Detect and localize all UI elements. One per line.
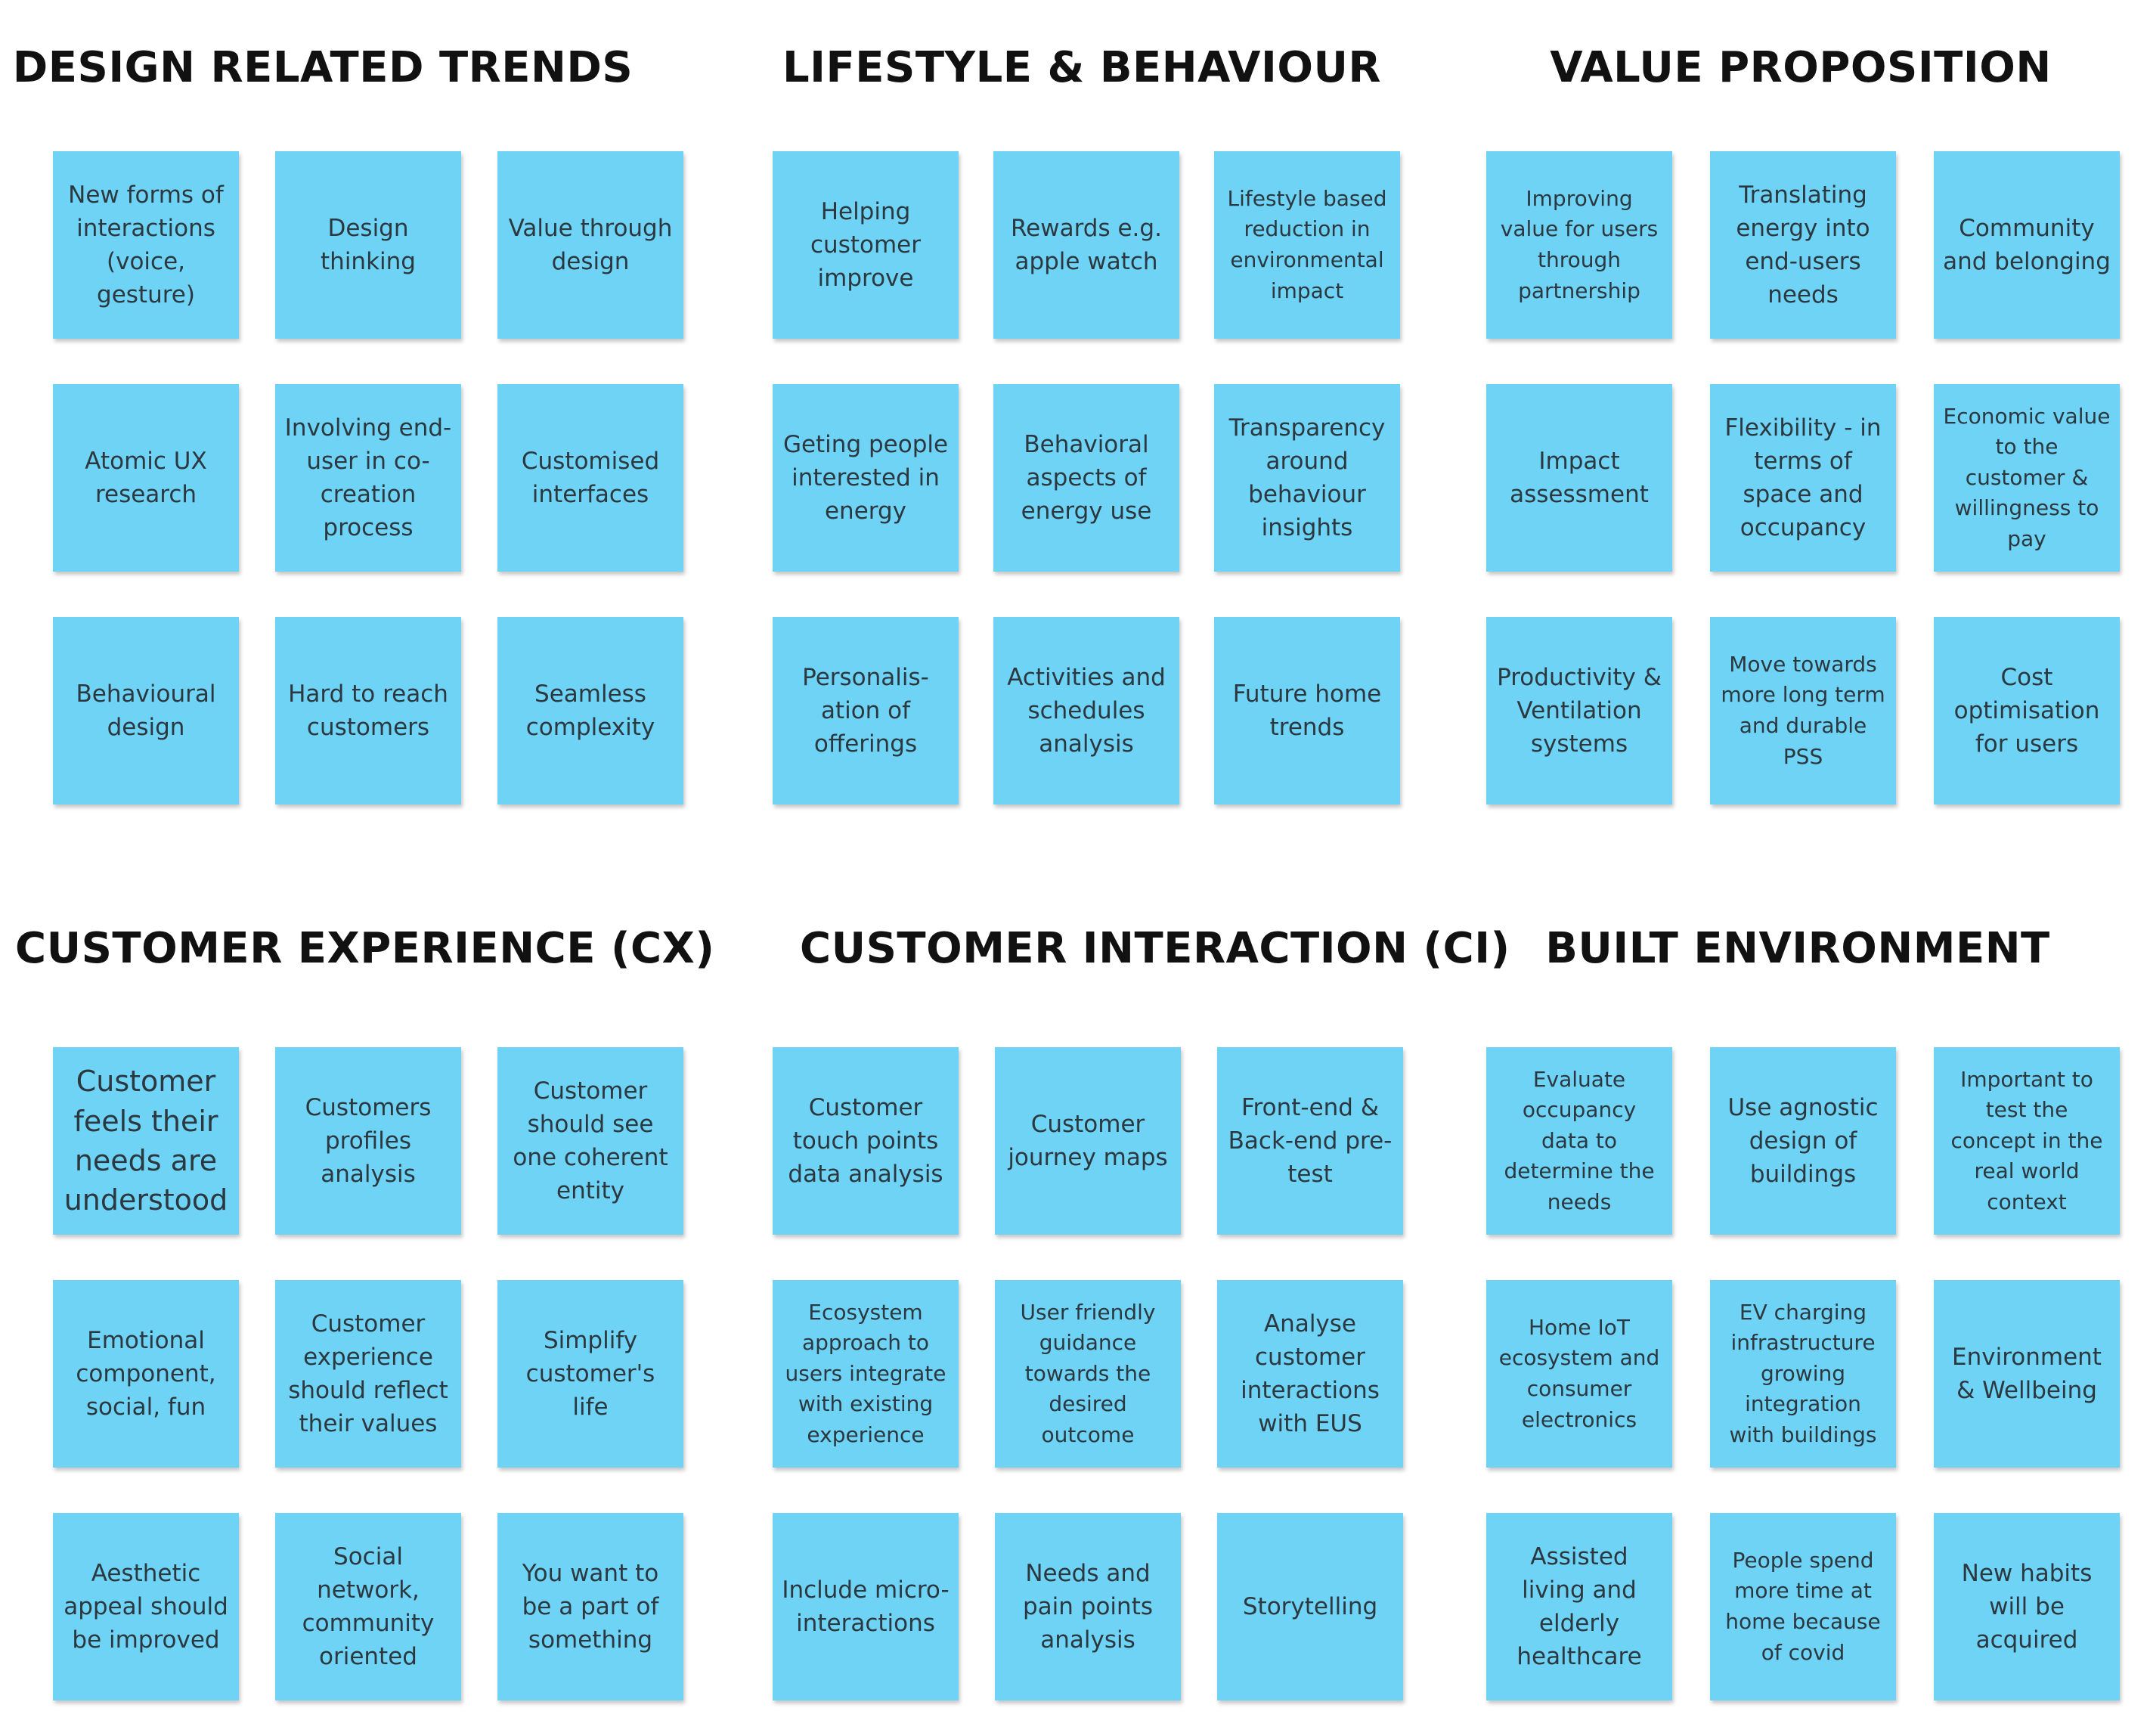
sticky-note: Helping customer improve <box>773 151 959 339</box>
sticky-note: Customised interfaces <box>497 384 683 572</box>
section-title: CUSTOMER INTERACTION (CI) <box>800 924 1510 973</box>
sticky-note: Involving end-user in co-creation proces… <box>275 384 461 572</box>
sticky-note: Future home trends <box>1214 617 1400 804</box>
sticky-note: Assisted living and elderly healthcare <box>1486 1513 1672 1700</box>
sticky-note-grid: Helping customer improve Rewards e.g. ap… <box>773 151 1400 804</box>
sticky-note: Environment & Wellbeing <box>1934 1280 2120 1468</box>
sticky-note: Customers profiles analysis <box>275 1047 461 1235</box>
section-title: VALUE PROPOSITION <box>1550 43 2052 92</box>
sticky-note: Behavioural design <box>53 617 239 804</box>
sticky-note: Translating energy into end-users needs <box>1710 151 1896 339</box>
sticky-note: Impact assessment <box>1486 384 1672 572</box>
sticky-note: Customer touch points data analysis <box>773 1047 959 1235</box>
sticky-note-grid: Improving value for users through partne… <box>1486 151 2120 804</box>
sticky-note: Customer journey maps <box>995 1047 1181 1235</box>
sticky-note: Lifestyle based reduction in environment… <box>1214 151 1400 339</box>
sticky-note: Behavioral aspects of energy use <box>993 384 1179 572</box>
sticky-note: Emotional component, social, fun <box>53 1280 239 1468</box>
section-title: CUSTOMER EXPERIENCE (CX) <box>15 924 715 973</box>
sticky-note: Economic value to the customer & willing… <box>1934 384 2120 572</box>
sticky-note-grid: Customer feels their needs are understoo… <box>53 1047 683 1700</box>
sticky-note: Important to test the concept in the rea… <box>1934 1047 2120 1235</box>
sticky-note: EV charging infrastructure growing integ… <box>1710 1280 1896 1468</box>
sticky-note: Geting people interested in energy <box>773 384 959 572</box>
sticky-note: Hard to reach customers <box>275 617 461 804</box>
sticky-note: Improving value for users through partne… <box>1486 151 1672 339</box>
sticky-note: Community and belonging <box>1934 151 2120 339</box>
sticky-note: Ecosystem approach to users integrate wi… <box>773 1280 959 1468</box>
sticky-note: Customer should see one coherent entity <box>497 1047 683 1235</box>
sticky-note: Aesthetic appeal should be improved <box>53 1513 239 1700</box>
sticky-note: Productivity & Ventilation systems <box>1486 617 1672 804</box>
sticky-note: Simplify customer's life <box>497 1280 683 1468</box>
sticky-note: New forms of interactions (voice, gestur… <box>53 151 239 339</box>
sticky-note: Personalis-ation of offerings <box>773 617 959 804</box>
sticky-note: Front-end & Back-end pre-test <box>1217 1047 1403 1235</box>
sticky-note: Value through design <box>497 151 683 339</box>
section-title: LIFESTYLE & BEHAVIOUR <box>782 43 1382 92</box>
sticky-note-grid: Evaluate occupancy data to determine the… <box>1486 1047 2120 1700</box>
sticky-note: Atomic UX research <box>53 384 239 572</box>
sticky-note: Home IoT ecosystem and consumer electron… <box>1486 1280 1672 1468</box>
sticky-note: Move towards more long term and durable … <box>1710 617 1896 804</box>
sticky-note: New habits will be acquired <box>1934 1513 2120 1700</box>
sticky-note: Rewards e.g. apple watch <box>993 151 1179 339</box>
sticky-note: Storytelling <box>1217 1513 1403 1700</box>
sticky-note: Design thinking <box>275 151 461 339</box>
sticky-note: Needs and pain points analysis <box>995 1513 1181 1700</box>
sticky-note: Evaluate occupancy data to determine the… <box>1486 1047 1672 1235</box>
sticky-note: Use agnostic design of buildings <box>1710 1047 1896 1235</box>
sticky-note: You want to be a part of something <box>497 1513 683 1700</box>
sticky-note: People spend more time at home because o… <box>1710 1513 1896 1700</box>
sticky-note: Social network, community oriented <box>275 1513 461 1700</box>
section-title: BUILT ENVIRONMENT <box>1545 924 2050 973</box>
sticky-note-grid: New forms of interactions (voice, gestur… <box>53 151 683 804</box>
sticky-note: Transparency around behaviour insights <box>1214 384 1400 572</box>
sticky-note: Customer feels their needs are understoo… <box>53 1047 239 1235</box>
sticky-note-grid: Customer touch points data analysis Cust… <box>773 1047 1403 1700</box>
sticky-note: Cost optimisation for users <box>1934 617 2120 804</box>
sticky-note: Include micro-interactions <box>773 1513 959 1700</box>
sticky-note: Analyse customer interactions with EUS <box>1217 1280 1403 1468</box>
sticky-note: Customer experience should reflect their… <box>275 1280 461 1468</box>
sticky-note: Activities and schedules analysis <box>993 617 1179 804</box>
sticky-note: User friendly guidance towards the desir… <box>995 1280 1181 1468</box>
sticky-note: Flexibility - in terms of space and occu… <box>1710 384 1896 572</box>
section-title: DESIGN RELATED TRENDS <box>12 43 634 92</box>
sticky-note: Seamless complexity <box>497 617 683 804</box>
